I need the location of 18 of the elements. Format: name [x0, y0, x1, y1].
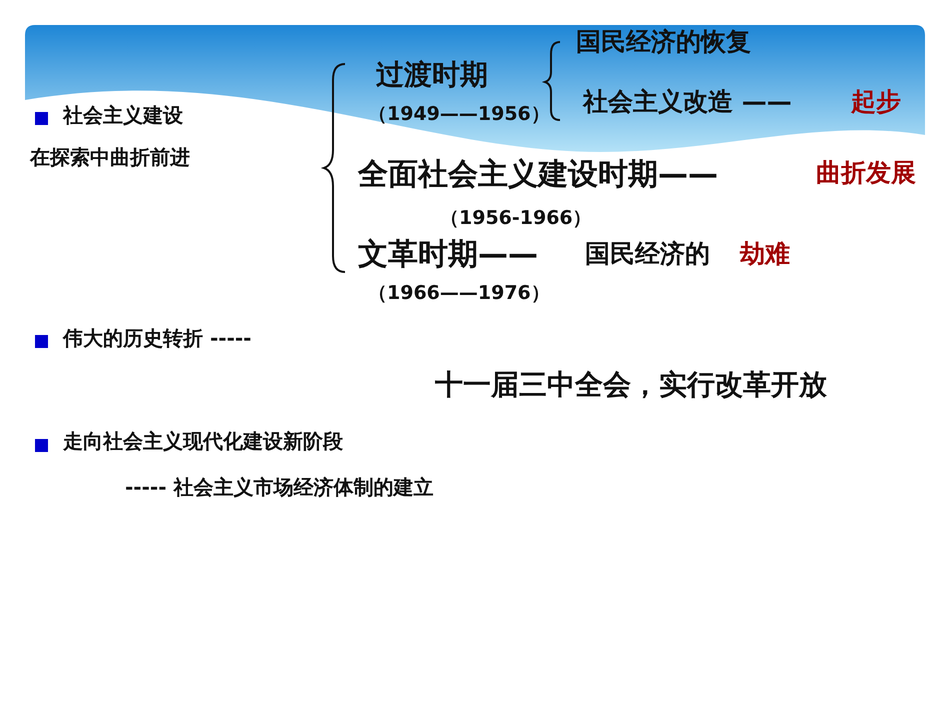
slide-text: （1966——1976）	[368, 283, 550, 304]
slide-text: 劫难	[740, 240, 790, 268]
slide-text: 文革时期——	[358, 238, 538, 271]
slide-text: 过渡时期	[376, 60, 488, 91]
slide-text: 曲折发展	[816, 159, 916, 186]
slide-text: 国民经济的恢复	[576, 28, 751, 56]
slide-text: 走向社会主义现代化建设新阶段	[63, 430, 343, 452]
slide-text: 全面社会主义建设时期——	[358, 158, 718, 191]
slide-text: 十一届三中全会，实行改革开放	[435, 370, 827, 401]
slide-text: 在探索中曲折前进	[30, 146, 190, 168]
slide-text: ----- 社会主义市场经济体制的建立	[125, 476, 434, 498]
slide-text: （1956-1966）	[440, 208, 592, 229]
slide-text: 社会主义建设	[63, 104, 183, 126]
slide-text: 社会主义改造 ——	[583, 88, 792, 116]
slide-text: 国民经济的	[585, 240, 710, 268]
slide-text: （1949——1956）	[368, 104, 550, 125]
slide-text: 起步	[851, 88, 901, 116]
slide-text: 伟大的历史转折 -----	[63, 327, 252, 349]
